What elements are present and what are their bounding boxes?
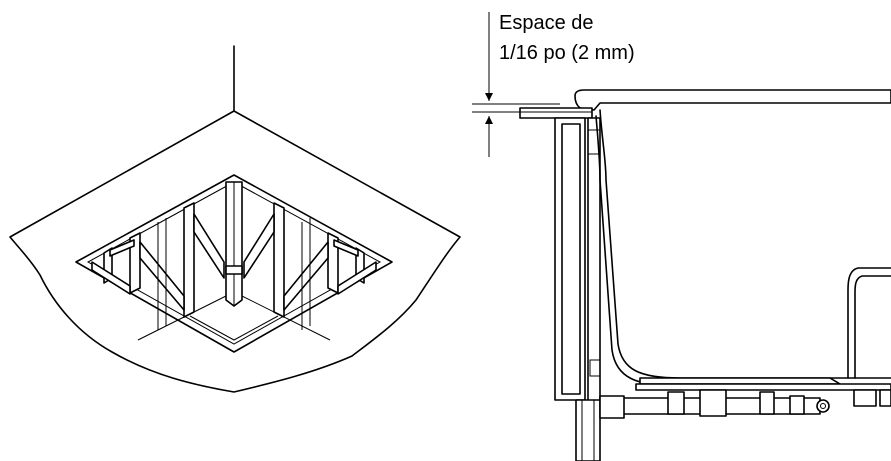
blocking-plates [109,239,359,275]
arrow-up-icon [485,116,493,124]
tub-base [635,377,891,391]
wall-ledger [519,107,593,119]
waste-pipe [575,395,625,461]
left-wall-framing [91,202,225,330]
tub-rim [574,89,891,111]
right-wall-framing [243,202,377,330]
drain-cap-icon [816,399,830,413]
gap-label-line1: Espace de [499,12,594,34]
bathtub-section-view [472,12,891,461]
corner-post [225,181,243,307]
gap-label-line2: 1/16 po (2 mm) [499,42,635,64]
floor-opening-view [9,45,461,393]
gap-dimension [472,12,560,157]
arrow-down-icon [485,93,493,101]
support-stud [587,117,601,407]
tub-apron [554,117,586,401]
drain-pipe [599,389,891,417]
tub-shell [595,109,891,387]
